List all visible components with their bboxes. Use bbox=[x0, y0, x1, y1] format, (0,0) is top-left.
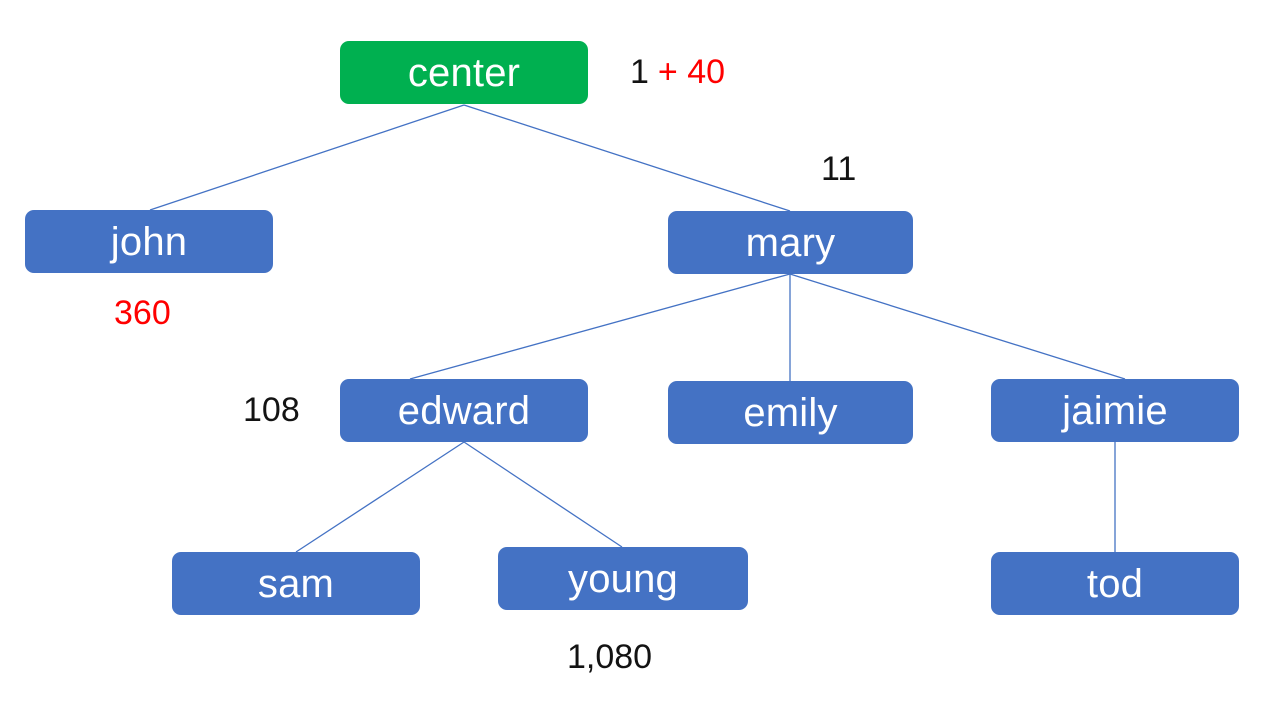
edge-edward-to-sam bbox=[295, 441, 465, 553]
node-label-john: john bbox=[110, 219, 188, 264]
annotation-mary-count: 11 bbox=[821, 150, 857, 188]
annotation-center-count-part-0: 1 bbox=[630, 53, 649, 91]
node-mary[interactable]: mary bbox=[668, 211, 913, 274]
node-emily[interactable]: emily bbox=[668, 381, 913, 444]
node-young[interactable]: young bbox=[498, 547, 748, 610]
node-center[interactable]: center bbox=[340, 41, 588, 104]
edge-mary-to-edward bbox=[409, 273, 791, 380]
annotation-john-count: 360 bbox=[114, 294, 171, 332]
node-label-tod: tod bbox=[1086, 561, 1144, 606]
node-label-sam: sam bbox=[257, 561, 335, 606]
edge-center-to-john bbox=[149, 104, 465, 211]
node-label-edward: edward bbox=[397, 388, 531, 433]
edge-edward-to-young bbox=[463, 441, 623, 548]
node-label-mary: mary bbox=[745, 220, 836, 265]
edge-mary-to-jaimie bbox=[789, 273, 1126, 380]
node-tod[interactable]: tod bbox=[991, 552, 1239, 615]
edge-center-to-mary bbox=[463, 104, 791, 212]
node-edward[interactable]: edward bbox=[340, 379, 588, 442]
node-john[interactable]: john bbox=[25, 210, 273, 273]
node-jaimie[interactable]: jaimie bbox=[991, 379, 1239, 442]
node-sam[interactable]: sam bbox=[172, 552, 420, 615]
node-label-young: young bbox=[568, 556, 678, 601]
annotation-young-count: 1,080 bbox=[567, 638, 653, 676]
node-label-center: center bbox=[407, 50, 521, 95]
node-label-emily: emily bbox=[743, 390, 838, 435]
annotation-edward-count: 108 bbox=[243, 391, 300, 429]
annotation-center-count-part-1: + 40 bbox=[657, 53, 726, 91]
node-label-jaimie: jaimie bbox=[1062, 388, 1168, 433]
annotation-center-count: 1+ 40 bbox=[630, 55, 725, 89]
